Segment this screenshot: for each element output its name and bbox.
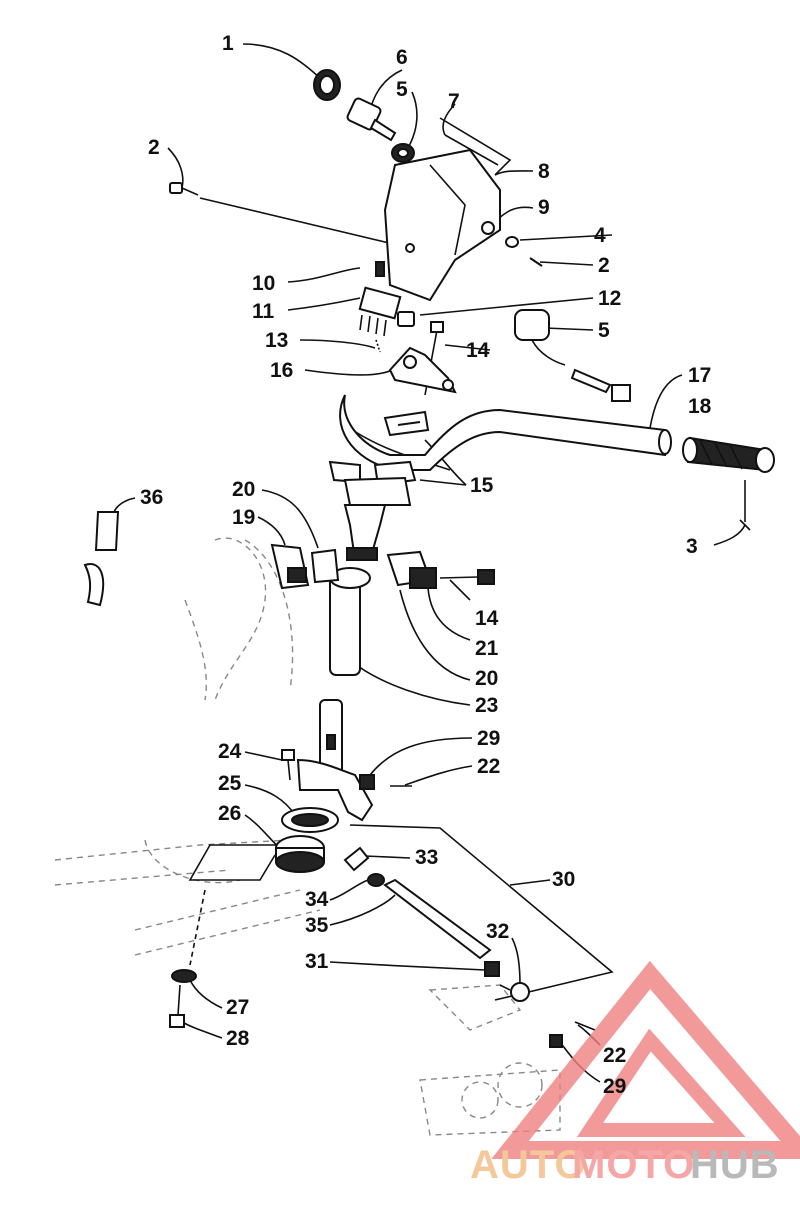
part-throttle-5 bbox=[514, 309, 631, 402]
callout-24: 24 bbox=[218, 740, 242, 763]
callout-1: 1 bbox=[222, 32, 234, 55]
part-pin-22b bbox=[574, 1021, 596, 1031]
part-spring-13 bbox=[375, 339, 381, 353]
part-clamp-19 bbox=[270, 543, 310, 590]
part-nut-29b bbox=[549, 1034, 563, 1048]
part-nut-34 bbox=[367, 873, 385, 887]
watermark-logo bbox=[491, 960, 800, 1159]
part-clamp-15a bbox=[383, 410, 430, 437]
part-key-6 bbox=[346, 97, 397, 142]
part-screw-2b bbox=[529, 257, 543, 267]
watermark-text-auto: AUTO bbox=[470, 1143, 587, 1187]
callout-16: 16 bbox=[270, 359, 293, 382]
callout-11: 11 bbox=[252, 300, 275, 323]
callout-labels: 1 2 6 5 7 8 9 4 2 10 11 12 5 13 14 16 17… bbox=[140, 32, 712, 1098]
callout-30: 30 bbox=[552, 868, 575, 891]
part-bolt-24 bbox=[281, 749, 295, 781]
part-screw-3 bbox=[739, 519, 751, 531]
callout-21: 21 bbox=[475, 637, 499, 660]
callout-10: 10 bbox=[252, 272, 275, 295]
part-nut-31 bbox=[484, 961, 500, 977]
callout-14-mid: 14 bbox=[475, 607, 499, 630]
callout-4: 4 bbox=[594, 224, 606, 247]
callout-29-mid: 29 bbox=[477, 727, 500, 750]
part-clamp-21 bbox=[386, 550, 437, 589]
callout-2-top: 2 bbox=[148, 136, 160, 159]
callout-8: 8 bbox=[538, 160, 550, 183]
callout-18: 18 bbox=[688, 395, 712, 418]
part-ball-joint-33 bbox=[343, 846, 370, 872]
part-cap-1 bbox=[313, 69, 341, 101]
part-switch-11 bbox=[358, 261, 402, 337]
part-bushing-20a bbox=[310, 548, 340, 584]
part-clamp-15b bbox=[328, 460, 417, 506]
callout-13: 13 bbox=[265, 329, 288, 352]
part-tie-rod-35 bbox=[383, 878, 492, 960]
part-flex-36 bbox=[83, 511, 120, 607]
ghost-frame-lower bbox=[54, 839, 321, 956]
part-clip-12 bbox=[397, 311, 415, 327]
part-lower-post bbox=[296, 699, 374, 822]
watermark-triangle-inner bbox=[576, 1028, 746, 1137]
callout-20-right: 20 bbox=[475, 667, 498, 690]
part-bolt-28 bbox=[169, 984, 185, 1028]
callout-15: 15 bbox=[470, 474, 494, 497]
callout-5-right: 5 bbox=[598, 319, 610, 342]
watermark-text: AUTO MOTO HUB bbox=[470, 1143, 780, 1187]
callout-35: 35 bbox=[305, 914, 329, 937]
leader-lines bbox=[113, 43, 746, 1083]
part-bolt-14b bbox=[439, 569, 495, 585]
callout-9: 9 bbox=[538, 196, 550, 219]
ghost-ski-spindle bbox=[419, 984, 561, 1136]
part-seal-25 bbox=[281, 807, 339, 833]
part-handlebar-17 bbox=[339, 394, 672, 471]
part-console-9 bbox=[383, 117, 512, 302]
part-grip-18 bbox=[682, 436, 775, 473]
callout-12: 12 bbox=[598, 287, 621, 310]
callout-36: 36 bbox=[140, 486, 163, 509]
part-washer-4 bbox=[505, 236, 519, 248]
callout-22-bottom: 22 bbox=[603, 1044, 626, 1067]
callout-26: 26 bbox=[218, 802, 241, 825]
callout-6: 6 bbox=[396, 46, 408, 69]
callout-27: 27 bbox=[226, 996, 249, 1019]
watermark-text-hub: HUB bbox=[690, 1143, 780, 1187]
part-nut-5 bbox=[391, 143, 415, 163]
callout-5-top: 5 bbox=[396, 78, 408, 101]
callout-7: 7 bbox=[448, 90, 460, 113]
callout-34: 34 bbox=[305, 888, 329, 911]
callout-31: 31 bbox=[305, 950, 329, 973]
callout-3: 3 bbox=[686, 535, 698, 558]
part-washer-27 bbox=[171, 969, 197, 983]
callout-29-bottom: 29 bbox=[603, 1075, 626, 1098]
watermark-text-moto: MOTO bbox=[572, 1143, 695, 1187]
ghost-frame-upper bbox=[184, 537, 294, 701]
callout-32: 32 bbox=[486, 920, 509, 943]
callout-23: 23 bbox=[475, 694, 498, 717]
part-steering-post-23 bbox=[329, 504, 387, 676]
part-ball-joint-32 bbox=[499, 982, 530, 1002]
callout-25: 25 bbox=[218, 772, 242, 795]
watermark-triangle-outer bbox=[491, 960, 800, 1159]
callout-28: 28 bbox=[226, 1027, 250, 1050]
part-bolt-2 bbox=[169, 182, 199, 196]
callout-2-right: 2 bbox=[598, 254, 610, 277]
callout-14-top: 14 bbox=[466, 339, 490, 362]
callout-20-left: 20 bbox=[232, 478, 255, 501]
part-bushing-26 bbox=[275, 835, 325, 873]
callout-22-mid: 22 bbox=[477, 755, 500, 778]
callout-33: 33 bbox=[415, 846, 438, 869]
part-nut-29a bbox=[359, 774, 375, 790]
part-bracket-16 bbox=[388, 346, 457, 394]
callout-17: 17 bbox=[688, 364, 711, 387]
callout-19: 19 bbox=[232, 506, 255, 529]
